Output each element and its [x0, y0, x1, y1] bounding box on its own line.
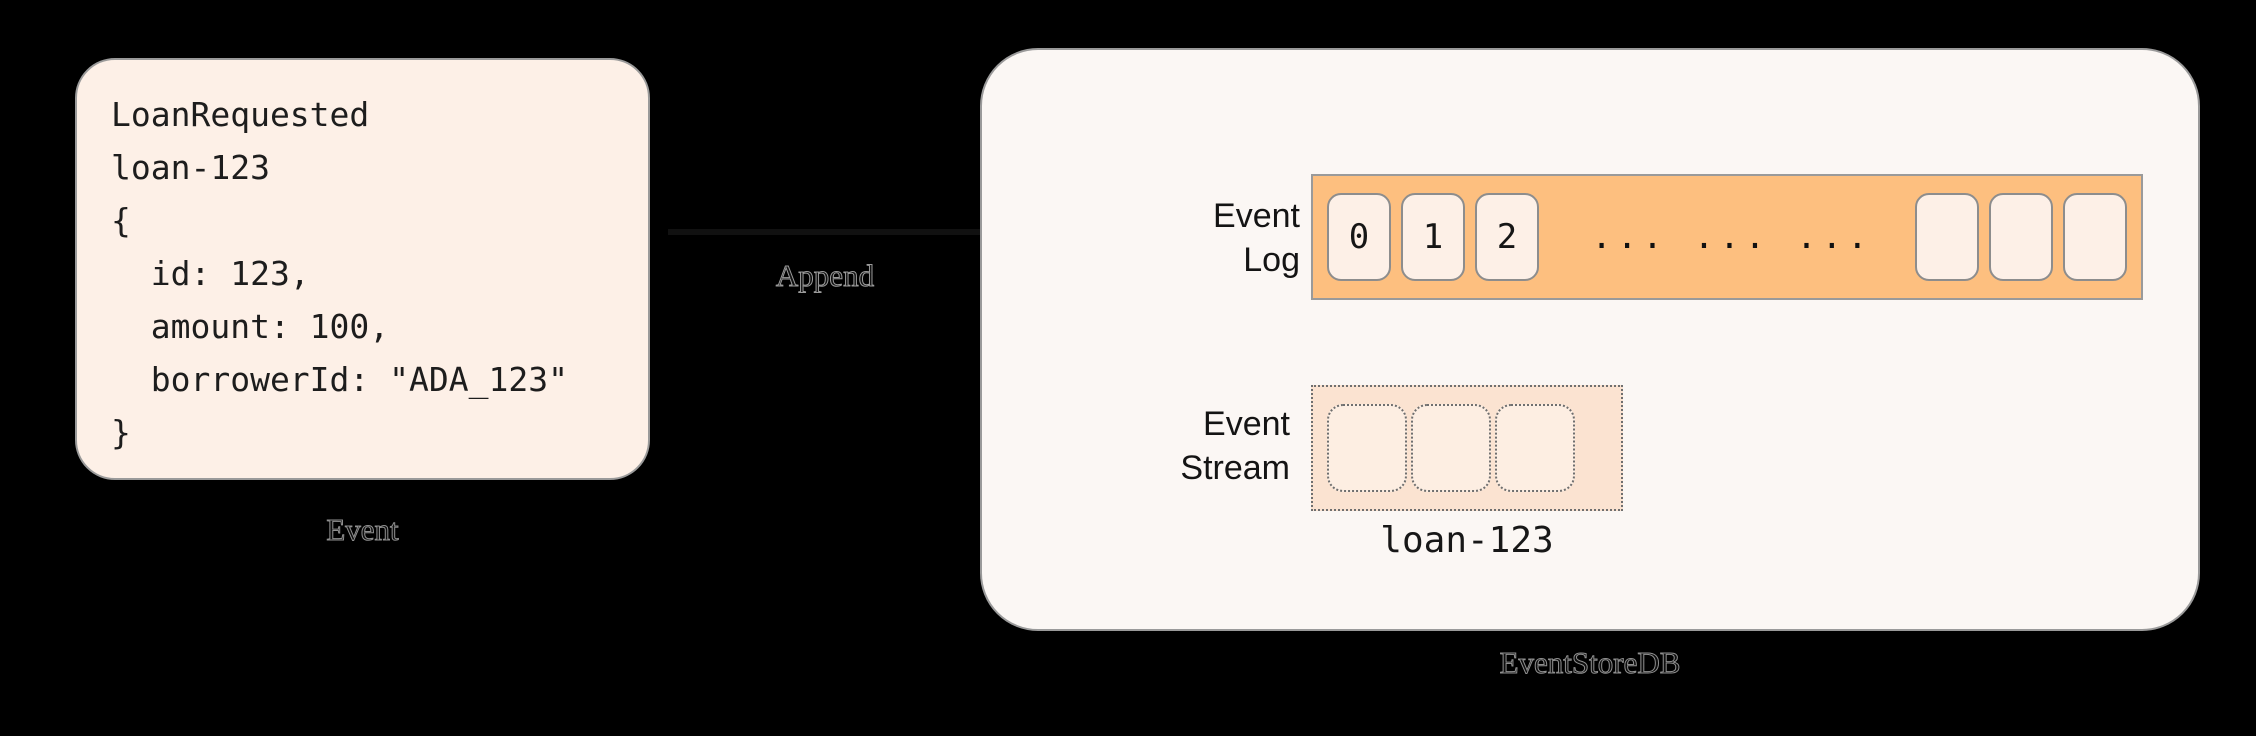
event-log-ellipsis: ... ... ... — [1549, 217, 1915, 257]
event-log-band: 0 1 2 ... ... ... — [1311, 174, 2143, 300]
event-log-cell-empty[interactable] — [1989, 193, 2053, 281]
event-card: LoanRequested loan-123 { id: 123, amount… — [75, 58, 650, 480]
event-stream-label: Event Stream — [1180, 405, 1290, 487]
event-stream-cell[interactable] — [1495, 404, 1575, 492]
event-log-cell[interactable]: 2 — [1475, 193, 1539, 281]
ellipsis-group: ... — [1693, 217, 1771, 257]
event-log-label: Event Log — [1213, 197, 1300, 279]
event-log-cell[interactable]: 0 — [1327, 193, 1391, 281]
ellipsis-group: ... — [1591, 217, 1668, 257]
event-card-caption: Event — [326, 512, 399, 548]
append-label: Append — [775, 258, 875, 294]
eventstoredb-panel — [980, 48, 2200, 631]
ellipsis-group: ... — [1796, 217, 1873, 257]
eventstoredb-caption: EventStoreDB — [1499, 645, 1681, 681]
event-log-cell-empty[interactable] — [2063, 193, 2127, 281]
event-log-cell[interactable]: 1 — [1401, 193, 1465, 281]
event-stream-box — [1311, 385, 1623, 511]
event-stream-cell[interactable] — [1327, 404, 1407, 492]
event-payload-code: LoanRequested loan-123 { id: 123, amount… — [111, 95, 568, 452]
event-stream-cell[interactable] — [1411, 404, 1491, 492]
event-stream-name: loan-123 — [1380, 520, 1554, 561]
event-log-cell-empty[interactable] — [1915, 193, 1979, 281]
